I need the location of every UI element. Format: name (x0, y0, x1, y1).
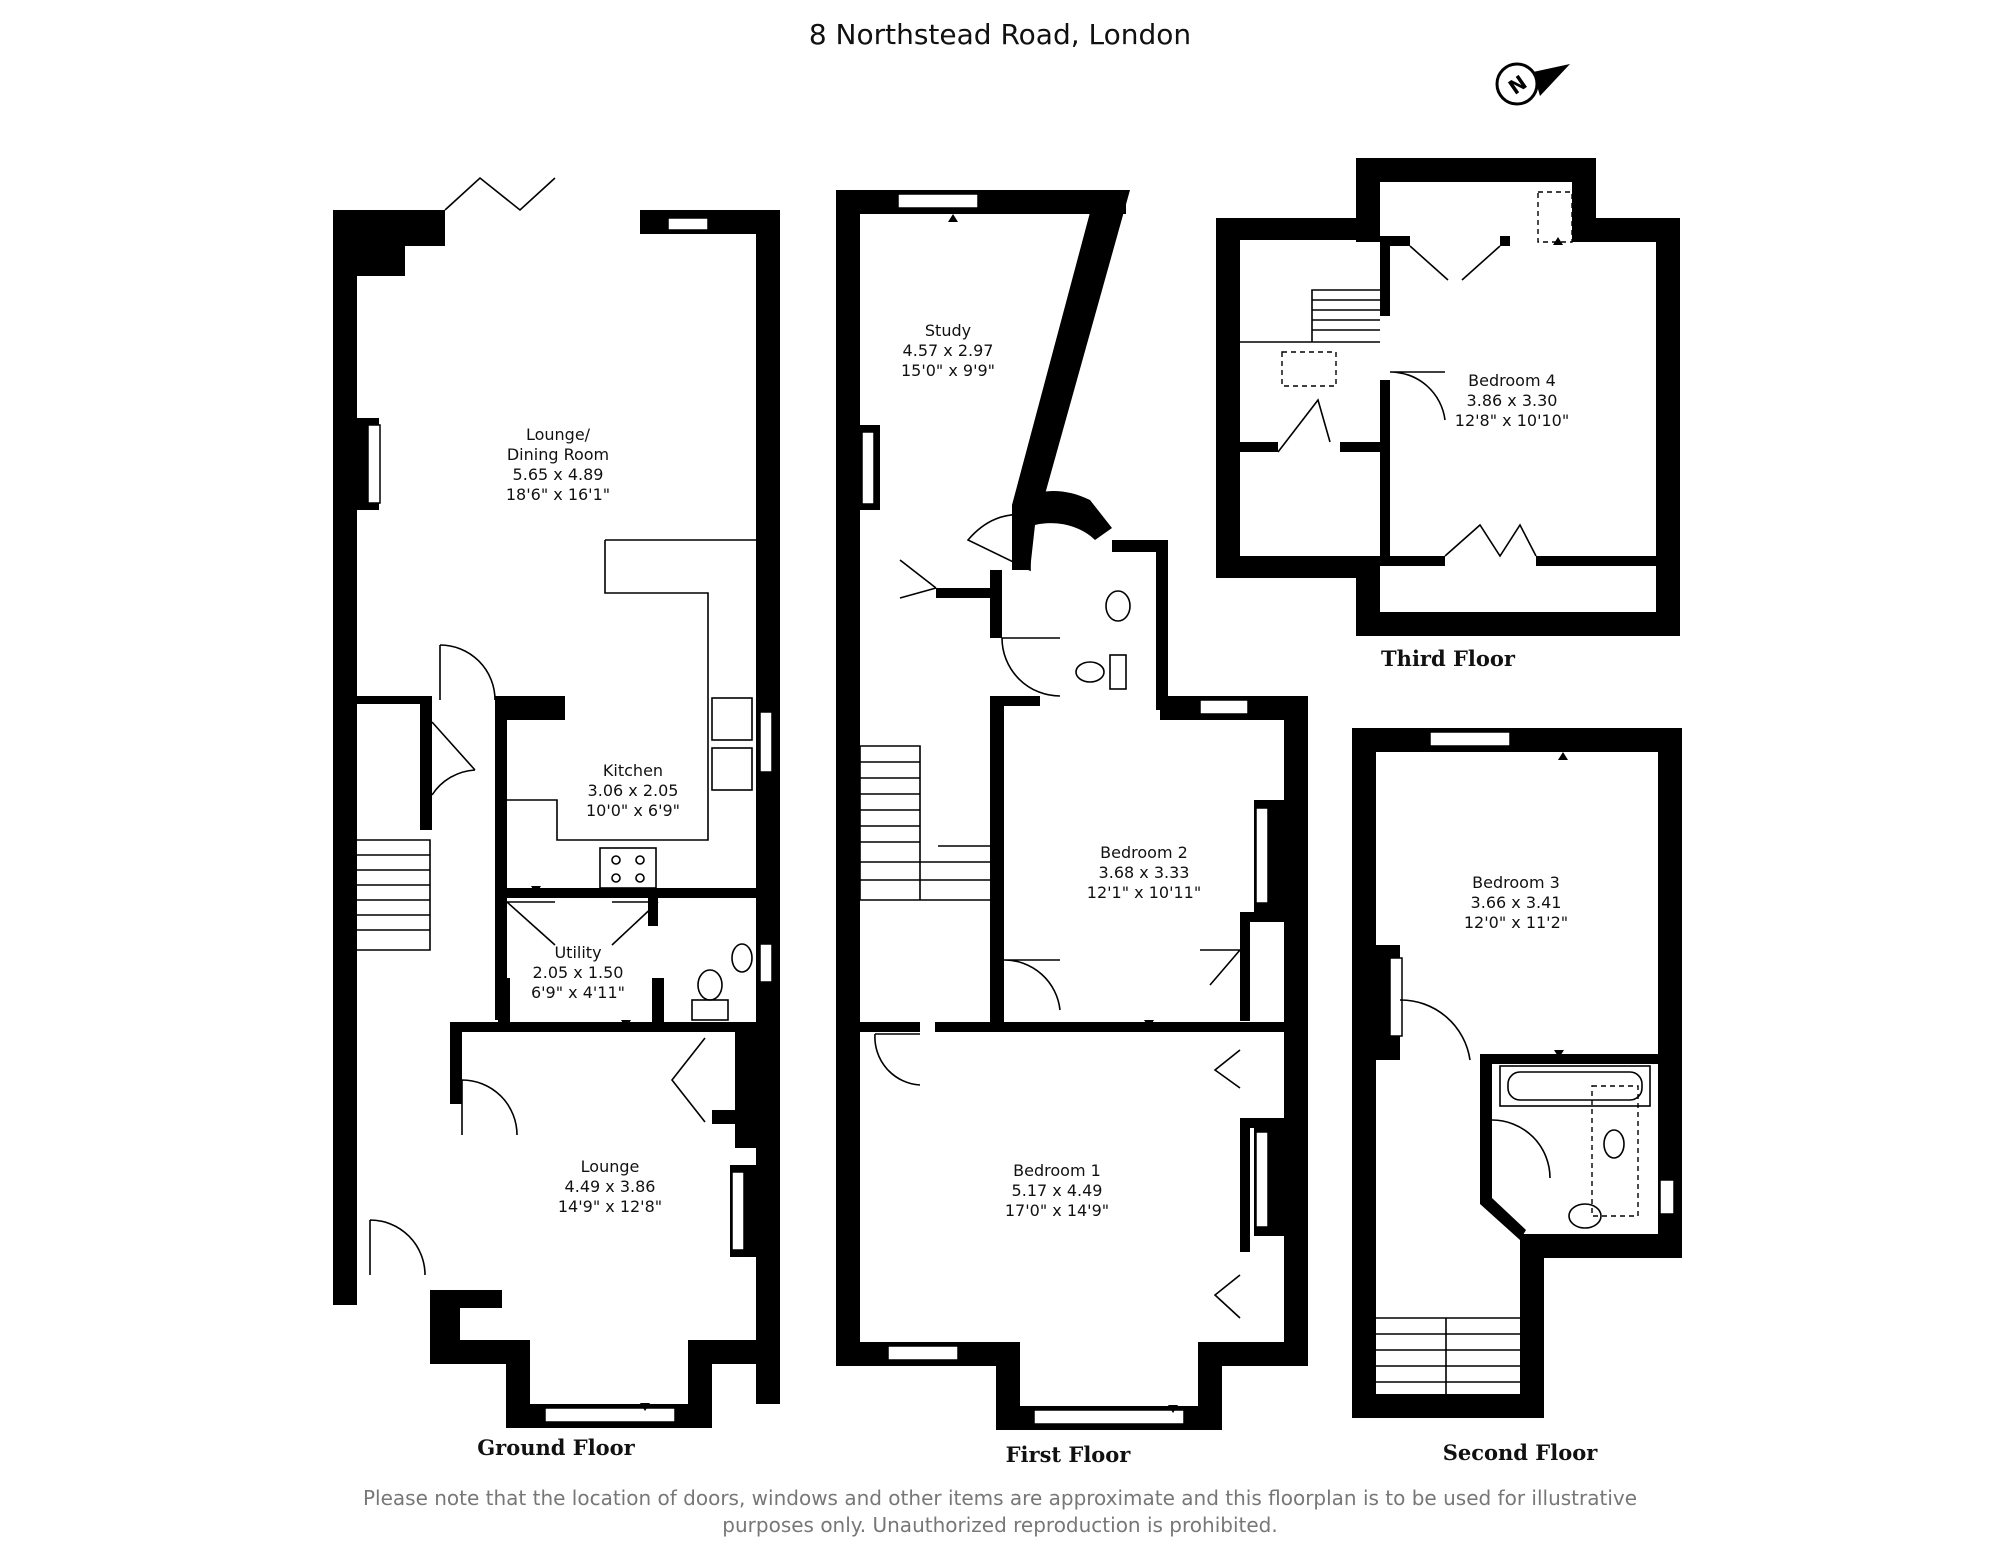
disclaimer-line-2: purposes only. Unauthorized reproduction… (722, 1513, 1277, 1537)
room-name: Utility (554, 943, 601, 962)
room-imperial-size: 10'0" x 6'9" (586, 801, 680, 820)
room-imperial-size: 12'1" x 10'11" (1087, 883, 1201, 902)
third-floor-plan (1216, 158, 1680, 636)
floor-name-first: First Floor (1006, 1442, 1132, 1467)
room-label-bedroom-2: Bedroom 2 3.68 x 3.33 12'1" x 10'11" (1087, 843, 1201, 902)
floor-name-ground: Ground Floor (477, 1435, 635, 1460)
room-imperial-size: 18'6" x 16'1" (506, 485, 610, 504)
room-label-lounge: Lounge 4.49 x 3.86 14'9" x 12'8" (558, 1157, 662, 1216)
room-label-utility: Utility 2.05 x 1.50 6'9" x 4'11" (531, 943, 625, 1002)
room-metric-size: 4.49 x 3.86 (565, 1177, 656, 1196)
room-name: Bedroom 2 (1100, 843, 1188, 862)
room-metric-size: 5.17 x 4.49 (1012, 1181, 1103, 1200)
room-metric-size: 5.65 x 4.89 (513, 465, 604, 484)
room-metric-size: 4.57 x 2.97 (903, 341, 994, 360)
room-metric-size: 3.66 x 3.41 (1471, 893, 1562, 912)
room-name: Bedroom 4 (1468, 371, 1556, 390)
room-metric-size: 3.86 x 3.30 (1467, 391, 1558, 410)
room-imperial-size: 12'8" x 10'10" (1455, 411, 1569, 430)
room-metric-size: 2.05 x 1.50 (533, 963, 624, 982)
room-imperial-size: 12'0" x 11'2" (1464, 913, 1568, 932)
room-name: Lounge (581, 1157, 640, 1176)
room-label-bedroom-1: Bedroom 1 5.17 x 4.49 17'0" x 14'9" (1005, 1161, 1109, 1220)
floor-name-third: Third Floor (1381, 646, 1516, 671)
second-floor-plan (1352, 728, 1682, 1418)
room-imperial-size: 15'0" x 9'9" (901, 361, 995, 380)
room-name-line2: Dining Room (507, 445, 609, 464)
north-compass-icon: N (1495, 62, 1570, 106)
room-imperial-size: 17'0" x 14'9" (1005, 1201, 1109, 1220)
room-name: Lounge/ (526, 425, 591, 444)
room-name: Bedroom 1 (1013, 1161, 1101, 1180)
first-floor-plan (836, 190, 1308, 1430)
disclaimer-line-1: Please note that the location of doors, … (363, 1486, 1637, 1510)
floor-name-second: Second Floor (1443, 1440, 1598, 1465)
ground-floor-plan (333, 176, 780, 1428)
room-label-lounge-dining: Lounge/ Dining Room 5.65 x 4.89 18'6" x … (506, 425, 610, 504)
room-label-study: Study 4.57 x 2.97 15'0" x 9'9" (901, 321, 995, 380)
room-label-kitchen: Kitchen 3.06 x 2.05 10'0" x 6'9" (586, 761, 680, 820)
plan-title: 8 Northstead Road, London (809, 18, 1191, 51)
room-imperial-size: 14'9" x 12'8" (558, 1197, 662, 1216)
room-label-bedroom-3: Bedroom 3 3.66 x 3.41 12'0" x 11'2" (1464, 873, 1568, 932)
room-name: Kitchen (603, 761, 663, 780)
room-imperial-size: 6'9" x 4'11" (531, 983, 625, 1002)
room-name: Bedroom 3 (1472, 873, 1560, 892)
room-label-bedroom-4: Bedroom 4 3.86 x 3.30 12'8" x 10'10" (1455, 371, 1569, 430)
room-name: Study (925, 321, 971, 340)
room-metric-size: 3.06 x 2.05 (588, 781, 679, 800)
room-metric-size: 3.68 x 3.33 (1099, 863, 1190, 882)
